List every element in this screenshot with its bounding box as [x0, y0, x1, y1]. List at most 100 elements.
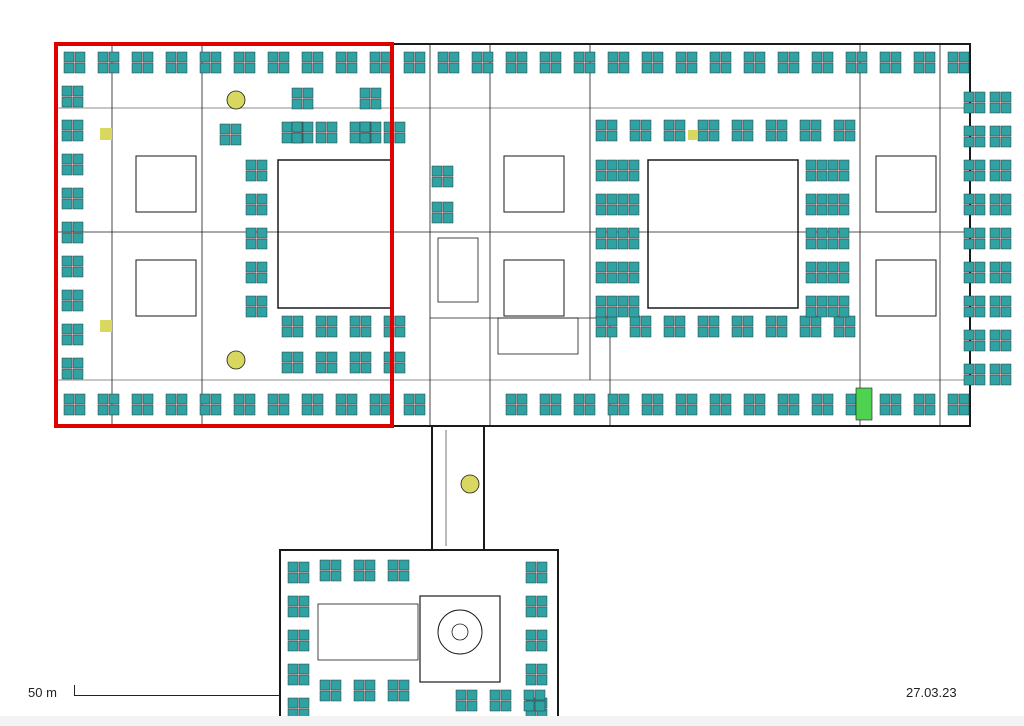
highlighted-area-frame[interactable] [54, 42, 394, 428]
desk-cluster [595, 315, 618, 338]
desk-cluster [349, 315, 372, 338]
desk-cluster [437, 51, 460, 74]
desk-cluster [989, 329, 1012, 352]
desk-cluster [301, 51, 324, 74]
desk-cluster [989, 91, 1012, 114]
desk-cluster [827, 227, 850, 250]
desk-cluster [989, 125, 1012, 148]
desk-cluster [811, 51, 834, 74]
desk-cluster [709, 51, 732, 74]
desk-cluster [697, 315, 720, 338]
desk-cluster [845, 51, 868, 74]
desk-cluster [573, 51, 596, 74]
desk-cluster [61, 289, 84, 312]
desk-cluster [369, 51, 392, 74]
desk-cluster [291, 121, 314, 144]
desk-cluster [301, 393, 324, 416]
desk-cluster [165, 51, 188, 74]
desk-cluster [525, 595, 548, 618]
desk-cluster [805, 159, 828, 182]
main-building [55, 43, 971, 427]
desk-cluster [131, 393, 154, 416]
desk-cluster [267, 393, 290, 416]
desk-cluster [805, 193, 828, 216]
desk-cluster [989, 227, 1012, 250]
accent-rooms [100, 90, 698, 494]
desk-cluster [675, 393, 698, 416]
green-stair-block [855, 387, 873, 421]
desk-cluster [913, 393, 936, 416]
desk-cluster [607, 393, 630, 416]
desk-cluster [913, 51, 936, 74]
desk-cluster [97, 51, 120, 74]
desk-cluster [963, 91, 986, 114]
desk-cluster [963, 363, 986, 386]
desk-cluster [827, 193, 850, 216]
desk-cluster [799, 315, 822, 338]
desk-cluster [431, 201, 454, 224]
workstations [61, 51, 1012, 720]
desk-cluster [525, 663, 548, 686]
desk-cluster [61, 119, 84, 142]
desk-cluster [827, 295, 850, 318]
desk-cluster [963, 193, 986, 216]
desk-cluster [61, 255, 84, 278]
desk-cluster [505, 51, 528, 74]
bottom-strip [0, 716, 1024, 726]
desk-cluster [811, 393, 834, 416]
desk-cluster [315, 121, 338, 144]
desk-cluster [595, 227, 618, 250]
desk-cluster [989, 295, 1012, 318]
desk-cluster [525, 629, 548, 652]
desk-cluster [805, 261, 828, 284]
desk-cluster [359, 87, 382, 110]
desk-cluster [879, 51, 902, 74]
desk-cluster [617, 227, 640, 250]
desk-cluster [359, 121, 382, 144]
courtyard-left [277, 159, 393, 309]
desk-cluster [963, 125, 986, 148]
desk-cluster [199, 51, 222, 74]
desk-cluster [61, 221, 84, 244]
scale-label: 50 m [28, 685, 57, 700]
desk-cluster [233, 393, 256, 416]
desk-cluster [353, 559, 376, 582]
desk-cluster [349, 351, 372, 374]
desk-cluster [663, 315, 686, 338]
desk-cluster [97, 393, 120, 416]
desk-cluster [777, 51, 800, 74]
desk-cluster [989, 261, 1012, 284]
desk-cluster [573, 393, 596, 416]
desk-cluster [607, 51, 630, 74]
desk-cluster [595, 119, 618, 142]
desk-cluster [219, 123, 242, 146]
desk-cluster [731, 119, 754, 142]
desk-cluster [963, 295, 986, 318]
desk-cluster [199, 393, 222, 416]
desk-cluster [61, 323, 84, 346]
desk-cluster [245, 193, 268, 216]
desk-cluster [267, 51, 290, 74]
desk-cluster [765, 315, 788, 338]
desk-cluster [617, 261, 640, 284]
desk-cluster [963, 329, 986, 352]
desk-cluster [989, 363, 1012, 386]
desk-cluster [539, 393, 562, 416]
desk-cluster [595, 261, 618, 284]
desk-cluster [617, 295, 640, 318]
desk-cluster [63, 393, 86, 416]
desk-cluster [61, 187, 84, 210]
desk-cluster [629, 119, 652, 142]
desk-cluster [505, 393, 528, 416]
desk-cluster [383, 121, 406, 144]
desk-cluster [947, 393, 970, 416]
desk-cluster [489, 689, 512, 712]
desk-cluster [743, 51, 766, 74]
desk-cluster [245, 227, 268, 250]
desk-cluster [387, 559, 410, 582]
desk-cluster [709, 393, 732, 416]
desk-cluster [799, 119, 822, 142]
desk-cluster [233, 51, 256, 74]
desk-cluster [291, 87, 314, 110]
